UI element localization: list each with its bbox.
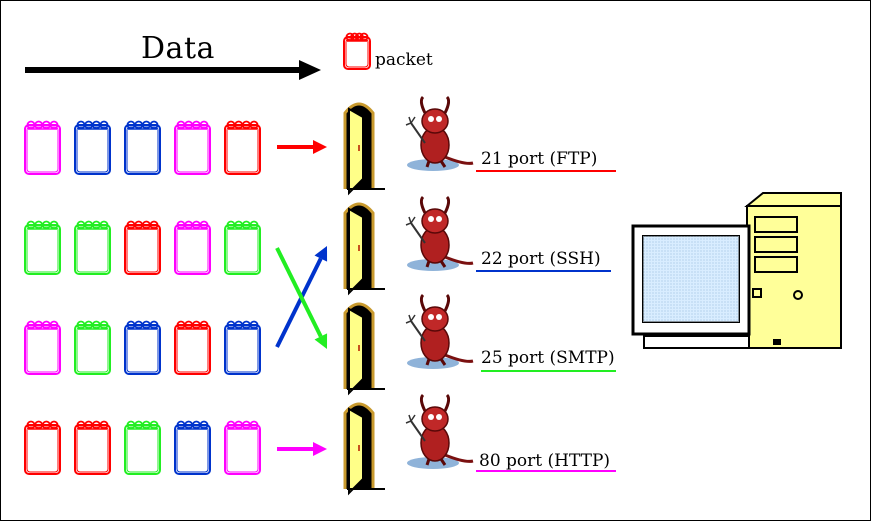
port-line-http [476,470,616,472]
packet-icon [224,420,261,475]
door-icon [343,102,385,196]
data-title: Data [141,31,215,66]
packet-icon [74,220,111,275]
port-label-smtp: 25 port (SMTP) [481,348,615,368]
port-label-http: 80 port (HTTP) [479,451,611,471]
packet-icon [343,32,371,70]
port-line-ftp [476,170,616,172]
desktop-computer-icon [631,192,842,349]
packet-icon [224,120,261,175]
packet-icon [124,420,161,475]
door-icon [343,302,385,396]
port-line-ssh [476,270,611,272]
packet-icon [74,420,111,475]
packet-grid [24,120,261,475]
doors [343,102,385,496]
packet-icon [174,120,211,175]
packet-icon [224,320,261,375]
packet-icon [174,220,211,275]
packet-icon [174,420,211,475]
door-icon [343,402,385,496]
packet-icon [124,320,161,375]
packet-icon [24,420,61,475]
packet-icon [343,32,371,70]
packet-icon [74,120,111,175]
magenta-arrow [277,442,327,456]
packet-icon [24,120,61,175]
bsd-daemon-icon [405,195,474,271]
packet-icon [24,220,61,275]
packet-icon [174,320,211,375]
bsd-daemon-icon [405,95,474,171]
bsd-daemon-icon [405,293,474,369]
routing-arrows [275,140,328,456]
packet-icon [124,220,161,275]
data-arrow [25,60,321,80]
port-label-ssh: 22 port (SSH) [481,249,601,269]
packet-icon [24,320,61,375]
port-label-ftp: 21 port (FTP) [481,149,598,169]
packet-icon [124,120,161,175]
daemons [405,95,474,469]
door-icon [343,202,385,296]
packet-icon [74,320,111,375]
packet-legend-label: packet [375,50,433,70]
port-line-smtp [481,370,616,372]
red-arrow [277,140,327,154]
packet-icon [224,220,261,275]
bsd-daemon-icon [405,393,474,469]
blue-arrow [275,246,328,348]
green-arrow [275,247,328,349]
